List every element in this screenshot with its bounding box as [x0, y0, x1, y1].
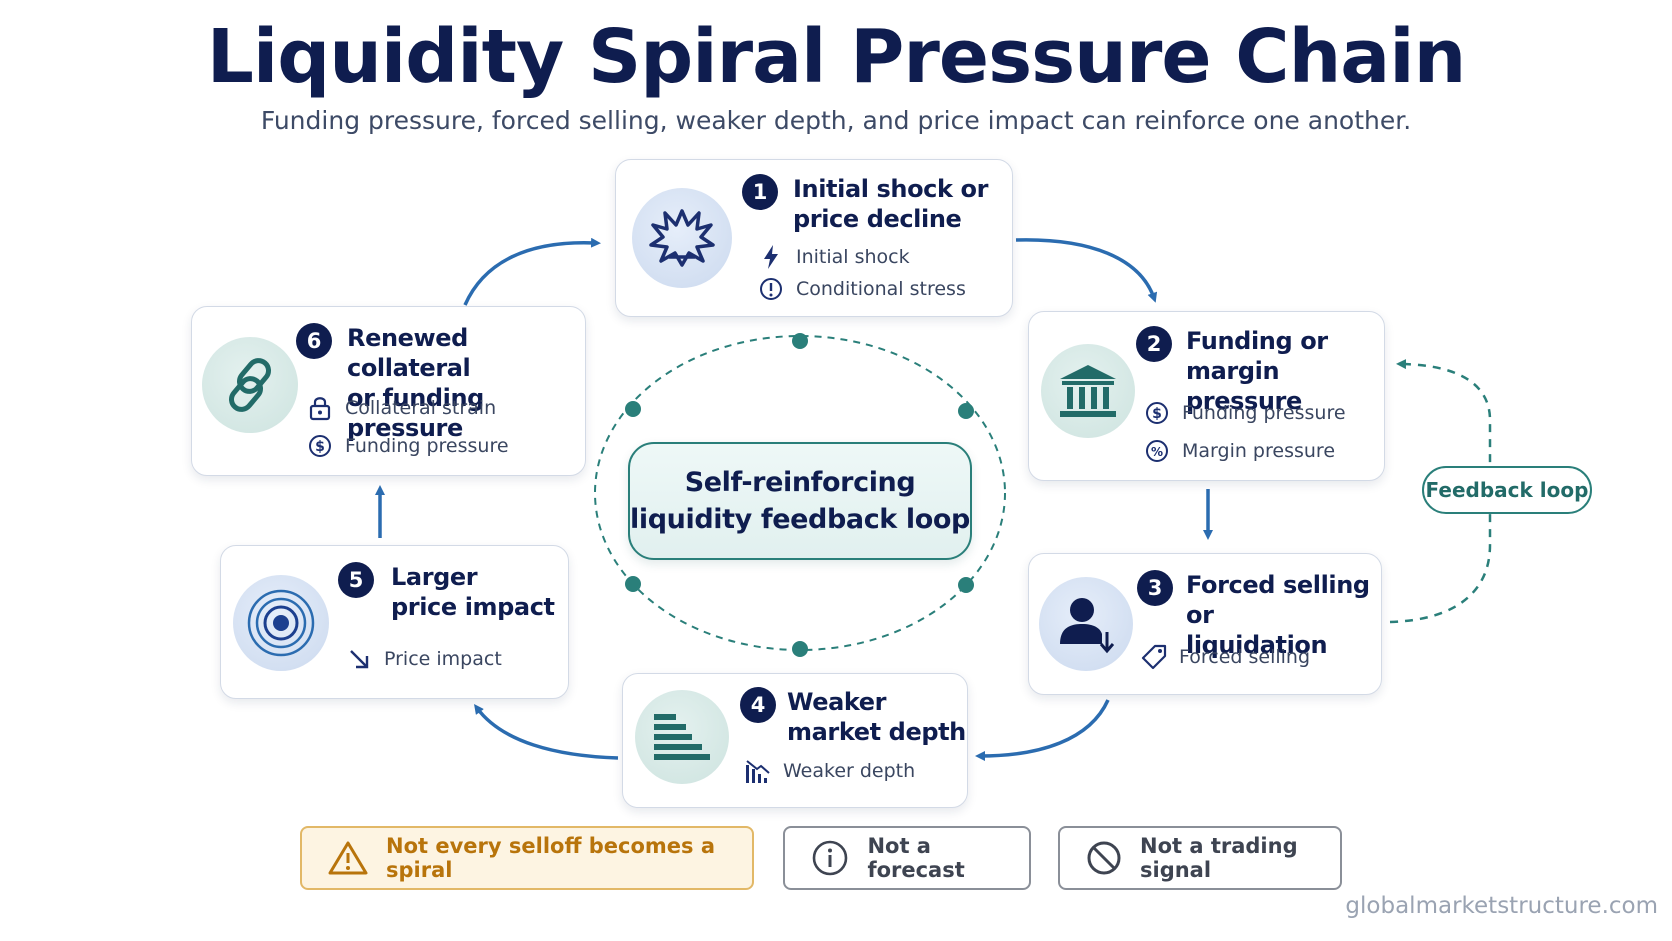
tag-funding-pressure: $ Funding pressure [1144, 400, 1346, 426]
dollar-circle-icon: $ [307, 433, 333, 459]
arrow-down-right-icon [346, 646, 372, 672]
percent-circle-icon: % [1144, 438, 1170, 464]
svg-text:$: $ [315, 439, 325, 455]
warning-triangle-icon [328, 838, 368, 878]
note-not-a-forecast: Not a forecast [783, 826, 1031, 890]
step-number-badge: 1 [742, 174, 778, 210]
center-loop-label: Self-reinforcing liquidity feedback loop [628, 442, 972, 560]
source-watermark: globalmarketstructure.com [1345, 893, 1658, 919]
info-circle-icon [811, 838, 849, 878]
step-number-badge: 5 [338, 562, 374, 598]
loop-node [792, 641, 808, 657]
ripple-target-icon [233, 575, 329, 671]
loop-node [625, 576, 641, 592]
chain-link-icon [202, 337, 298, 433]
tag-forced-selling: Forced selling [1141, 644, 1310, 670]
tag-funding-pressure: $ Funding pressure [307, 433, 509, 459]
note-not-a-trading-signal: Not a trading signal [1058, 826, 1342, 890]
note-not-every-selloff: Not every selloff becomes a spiral [300, 826, 754, 890]
alert-circle-icon [758, 276, 784, 302]
tag-price-impact: Price impact [346, 646, 502, 672]
step-number-badge: 4 [740, 687, 776, 723]
tag-weaker-depth: Weaker depth [745, 758, 915, 784]
arrow-4-to-5 [474, 703, 619, 760]
padlock-icon [307, 395, 333, 421]
arrow-1-to-2 [1015, 238, 1158, 303]
tag-margin-pressure: % Margin pressure [1144, 438, 1335, 464]
tag-collateral-strain: Collateral strain [307, 395, 496, 421]
loop-node [958, 403, 974, 419]
page-subtitle: Funding pressure, forced selling, weaker… [260, 106, 1412, 135]
price-tag-icon [1141, 644, 1167, 670]
step-number-badge: 3 [1137, 570, 1173, 606]
declining-bars-icon [745, 758, 771, 784]
bank-icon [1041, 344, 1135, 438]
arrow-3-to-4 [975, 699, 1110, 761]
order-book-icon [635, 690, 729, 784]
loop-ellipse [594, 335, 1006, 651]
lightning-icon [758, 244, 784, 270]
feedback-loop-arrow [1389, 359, 1492, 624]
step-number-badge: 2 [1136, 326, 1172, 362]
loop-node [792, 333, 808, 349]
arrow-6-to-1 [463, 237, 601, 306]
prohibited-icon [1086, 838, 1122, 878]
svg-text:$: $ [1152, 406, 1162, 422]
tag-conditional-stress: Conditional stress [758, 276, 966, 302]
dollar-circle-icon: $ [1144, 400, 1170, 426]
svg-text:%: % [1151, 445, 1163, 459]
step-number-badge: 6 [296, 323, 332, 359]
loop-node [958, 577, 974, 593]
person-down-icon [1039, 577, 1133, 671]
tag-initial-shock: Initial shock [758, 244, 910, 270]
loop-node [625, 401, 641, 417]
feedback-loop-badge: Feedback loop [1422, 466, 1592, 514]
explosion-icon [632, 188, 732, 288]
page-title: Liquidity Spiral Pressure Chain [206, 14, 1467, 100]
